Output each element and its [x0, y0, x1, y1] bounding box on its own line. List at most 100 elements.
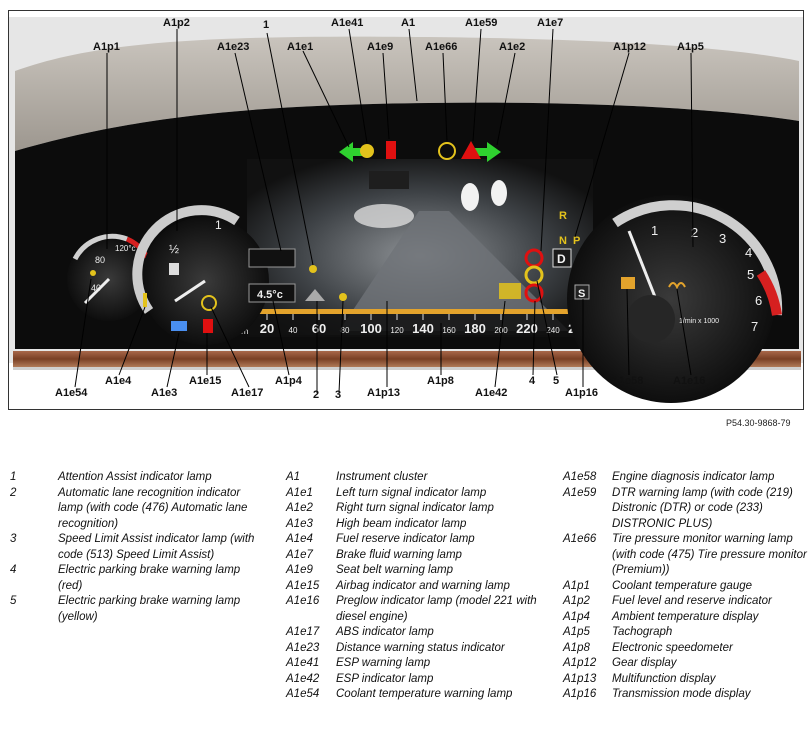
- legend-key: A1p13: [563, 672, 597, 685]
- callout-A1p4: A1p4: [275, 375, 302, 387]
- legend-description: ESP warning lamp: [336, 657, 431, 669]
- callout-A1e41: A1e41: [331, 17, 364, 29]
- callout-A1e58: A1e58: [611, 375, 644, 387]
- fuel-tick-full: 1: [215, 218, 222, 232]
- tacho-tick-label: 6: [755, 293, 762, 308]
- legend-description: Tachograph: [612, 626, 673, 638]
- dtr-warning-icon: [461, 141, 481, 159]
- parking-brake-red-icon: [524, 283, 544, 303]
- legend-key: A1e15: [286, 579, 320, 592]
- legend-description: Speed Limit Assist indicator lamp (with …: [58, 533, 255, 561]
- coolant-tick-80: 80: [95, 255, 105, 265]
- legend-description: Fuel reserve indicator lamp: [336, 533, 475, 545]
- gear-n: N: [559, 235, 567, 247]
- instrument-cluster-figure: 20406080100120140160180200220240260 km/h…: [8, 10, 804, 410]
- callout-A1e59: A1e59: [465, 17, 498, 29]
- tacho-unit: 1/min x 1000: [679, 318, 719, 325]
- legend-key: 1: [10, 471, 17, 483]
- speed-tick-label: 40: [289, 326, 298, 335]
- legend-key: 4: [10, 564, 17, 576]
- callout-A1e54: A1e54: [55, 387, 88, 399]
- legend-key: A1e7: [286, 548, 313, 561]
- legend-description: Electronic speedometer: [612, 641, 733, 654]
- callout-2: 2: [313, 389, 320, 401]
- callout-A1e2: A1e2: [499, 41, 526, 53]
- callout-A1p8: A1p8: [427, 375, 454, 387]
- callout-A1p2: A1p2: [163, 17, 190, 29]
- callout-A1e7: A1e7: [537, 17, 564, 29]
- speed-tick-label: 120: [390, 326, 404, 335]
- legend-key: A1e42: [286, 672, 320, 685]
- callout-A1e23: A1e23: [217, 41, 250, 53]
- legend-key: 3: [10, 533, 17, 545]
- callout-A1p12: A1p12: [613, 41, 647, 53]
- legend-description: Brake fluid warning lamp: [336, 548, 462, 561]
- callout-A1e17: A1e17: [231, 387, 264, 399]
- callout-A1e4: A1e4: [105, 375, 132, 387]
- legend-key: 5: [10, 595, 17, 607]
- high-beam-icon: [171, 321, 187, 331]
- legend-description: Coolant temperature warning lamp: [336, 688, 513, 700]
- callout-3: 3: [335, 389, 342, 401]
- gear-p: P: [573, 235, 580, 247]
- fuel-tick-half: ½: [169, 242, 179, 256]
- gear-d: D: [557, 252, 566, 266]
- legend-key: A1e23: [286, 641, 320, 654]
- coolant-tick-40: 40: [91, 283, 101, 293]
- legend-entry: A1e42 ESP indicator lamp: [286, 672, 556, 688]
- legend-key: A1e59: [563, 486, 597, 499]
- seat-belt-warning-icon: [386, 141, 396, 159]
- coolant-tick-120: 120°c: [115, 244, 136, 253]
- speed-tick-label: 220: [516, 321, 538, 336]
- speed-tick-label: 180: [464, 321, 486, 336]
- gear-r: R: [559, 210, 567, 222]
- legend-key: A1p8: [563, 641, 590, 654]
- legend-key: A1p16: [563, 688, 597, 700]
- callout-1: 1: [263, 19, 270, 31]
- instrument-cluster-illustration: 20406080100120140160180200220240260 km/h…: [9, 17, 803, 403]
- callout-A1e1: A1e1: [287, 41, 314, 53]
- legend-key: A1p2: [563, 595, 590, 607]
- fuel-pump-icon: [169, 263, 179, 275]
- legend-key: A1e66: [563, 533, 597, 545]
- legend-key: A1e1: [286, 486, 313, 499]
- speed-tick-label: 100: [360, 321, 382, 336]
- legend-key: A1e2: [286, 502, 313, 514]
- legend-entry: A1p13 Multifunction display: [563, 672, 808, 688]
- callout-4: 4: [529, 375, 536, 387]
- legend-entry: A1e41 ESP warning lamp: [286, 656, 556, 672]
- speed-limit-assist-icon: [339, 293, 347, 301]
- left-turn-signal-icon: [339, 142, 365, 162]
- attention-assist-icon: [309, 265, 317, 273]
- legend-description: Instrument cluster: [336, 471, 428, 483]
- legend-key: 2: [10, 486, 17, 499]
- legend-description: Preglow indicator lamp (model 221 with d…: [336, 595, 537, 623]
- legend-key: A1e4: [286, 533, 313, 545]
- legend-description: Multifunction display: [612, 672, 716, 685]
- parking-brake-yellow-icon: [524, 265, 544, 285]
- legend-key: A1: [286, 471, 301, 483]
- callout-A1e15: A1e15: [189, 375, 222, 387]
- legend-entry: 3 Speed Limit Assist indicator lamp (with…: [10, 532, 260, 563]
- tire-pressure-warning-icon: [438, 142, 456, 160]
- legend-key: A1e41: [286, 657, 320, 669]
- figure-reference-code: P54.30-9868-79: [726, 418, 791, 428]
- legend-description: ESP indicator lamp: [336, 672, 434, 685]
- legend-description: Attention Assist indicator lamp: [58, 471, 212, 483]
- callout-A1p5: A1p5: [677, 41, 704, 53]
- legend-description: Ambient temperature display: [612, 610, 759, 623]
- engine-diagnosis-icon: [621, 277, 635, 289]
- tacho-tick-label: 2: [691, 225, 698, 240]
